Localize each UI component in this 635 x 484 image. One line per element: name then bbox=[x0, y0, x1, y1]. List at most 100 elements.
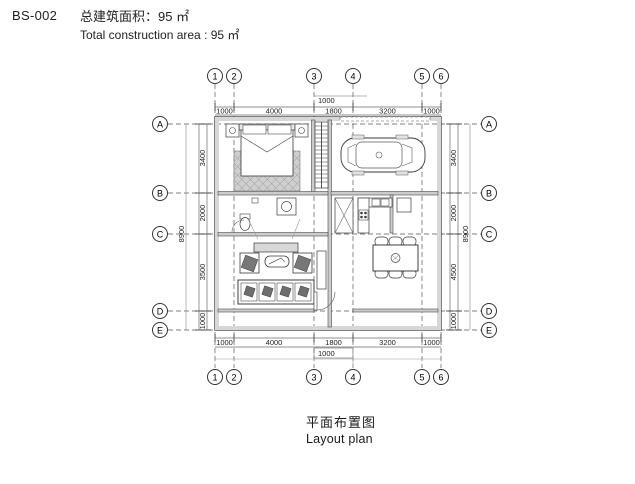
grid-bubble-5-top-label: 5 bbox=[419, 72, 424, 82]
living-side-shelf bbox=[316, 250, 327, 290]
tv-cabinet bbox=[253, 242, 299, 253]
room-bathroom bbox=[231, 197, 297, 233]
grid-bubble-b-left-label: B bbox=[157, 189, 163, 199]
dining-table-centerpiece-icon bbox=[390, 253, 401, 263]
grid-bubble-4-top: 4 bbox=[345, 68, 361, 84]
plan-svg: 1 2 3 4 5 6 1000 bbox=[152, 68, 497, 385]
grid-bubble-2-bottom: 2 bbox=[226, 369, 242, 385]
grid-bubble-6-bottom: 6 bbox=[433, 369, 449, 385]
room-living bbox=[237, 218, 327, 305]
washing-machine bbox=[276, 197, 297, 216]
grid-bubble-c-left: C bbox=[152, 226, 168, 242]
drawing-header: BS-002 总建筑面积：95 ㎡ Total construction are… bbox=[0, 0, 635, 60]
room-bedroom bbox=[225, 123, 309, 192]
dimension-string-top: 1000 1000 4000 1800 3200 1000 bbox=[214, 95, 442, 116]
grid-bubble-3-bottom: 3 bbox=[306, 369, 322, 385]
grid-bubble-6-top-label: 6 bbox=[438, 72, 443, 82]
drawing-code: BS-002 bbox=[12, 8, 58, 23]
grid-bubble-e-left: E bbox=[152, 322, 168, 338]
top-dim-1: 1000 bbox=[216, 107, 233, 116]
entry-door bbox=[313, 291, 336, 311]
grid-bubble-1-top-label: 1 bbox=[212, 72, 217, 82]
pillow-right bbox=[267, 124, 292, 135]
right-overall-dim: 8900 bbox=[461, 226, 470, 243]
grid-bubble-d-right: D bbox=[481, 303, 497, 319]
room-kitchen bbox=[334, 197, 412, 234]
nightstand-left bbox=[225, 123, 240, 138]
grid-bubble-4-bottom: 4 bbox=[345, 369, 361, 385]
bottom-callout-value: 1000 bbox=[318, 349, 335, 358]
kitchen-cupboard bbox=[334, 197, 354, 234]
top-dim-5: 1000 bbox=[423, 107, 440, 116]
bottom-dim-3: 1800 bbox=[325, 338, 342, 347]
grid-bubble-4-top-label: 4 bbox=[350, 72, 355, 82]
building-walls bbox=[214, 116, 442, 331]
grid-bubble-a-right-label: A bbox=[486, 120, 492, 130]
toilet bbox=[239, 213, 251, 231]
right-dim-1: 3400 bbox=[449, 150, 458, 167]
left-dim-1: 3400 bbox=[198, 150, 207, 167]
entry-door-swing bbox=[316, 291, 336, 311]
room-garage bbox=[339, 116, 431, 176]
left-dim-2: 2000 bbox=[198, 205, 207, 222]
kitchen-tall-unit bbox=[396, 197, 412, 213]
kitchen-counter-side bbox=[357, 197, 370, 234]
grid-bubbles-left: A B C D E bbox=[152, 116, 168, 338]
grid-bubble-e-right: E bbox=[481, 322, 497, 338]
right-dim-2: 2000 bbox=[449, 205, 458, 222]
grid-bubble-2-bottom-label: 2 bbox=[231, 373, 236, 383]
nightstand-left-lamp-icon bbox=[229, 127, 236, 134]
grid-bubble-5-bottom-label: 5 bbox=[419, 373, 424, 383]
grid-bubble-b-left: B bbox=[152, 185, 168, 201]
right-dim-4: 1000 bbox=[449, 313, 458, 330]
bathroom-door-swing bbox=[231, 219, 245, 233]
grid-bubble-a-right: A bbox=[481, 116, 497, 132]
top-dim-3: 1800 bbox=[325, 107, 342, 116]
grid-bubble-3-bottom-label: 3 bbox=[311, 373, 316, 383]
coffee-table bbox=[264, 255, 290, 268]
nightstand-right-lamp-icon bbox=[298, 127, 305, 134]
stove-icon bbox=[358, 209, 369, 221]
grid-bubble-c-right-label: C bbox=[486, 230, 493, 240]
grid-bubble-2-top-label: 2 bbox=[231, 72, 236, 82]
dimension-string-left: 3400 2000 3500 1000 8900 bbox=[177, 123, 211, 331]
grid-bubble-d-left-label: D bbox=[157, 307, 164, 317]
floor-plan-drawing: 1 2 3 4 5 6 1000 bbox=[0, 56, 635, 396]
grid-bubbles-top: 1 2 3 4 5 6 bbox=[207, 68, 449, 84]
left-dim-3: 3500 bbox=[198, 264, 207, 281]
left-dim-4: 1000 bbox=[198, 313, 207, 330]
grid-bubble-c-right: C bbox=[481, 226, 497, 242]
left-overall-dim: 8900 bbox=[177, 226, 186, 243]
living-ceiling-lines bbox=[247, 218, 301, 240]
grid-bubble-2-top: 2 bbox=[226, 68, 242, 84]
top-callout-value: 1000 bbox=[318, 96, 335, 105]
grid-bubble-1-bottom-label: 1 bbox=[212, 373, 217, 383]
grid-bubble-6-top: 6 bbox=[433, 68, 449, 84]
construction-area-label-cn: 总建筑面积：95 ㎡ bbox=[80, 9, 190, 24]
grid-bubble-a-left: A bbox=[152, 116, 168, 132]
bed-duvet-fold bbox=[240, 135, 294, 153]
bottom-dim-1: 1000 bbox=[216, 338, 233, 347]
nightstand-right bbox=[294, 123, 309, 138]
grid-bubble-5-bottom: 5 bbox=[414, 369, 430, 385]
bottom-dim-4: 3200 bbox=[379, 338, 396, 347]
grid-bubble-3-top-label: 3 bbox=[311, 72, 316, 82]
grid-bubble-4-bottom-label: 4 bbox=[350, 373, 355, 383]
grid-bubbles-bottom: 1 2 3 4 5 6 bbox=[207, 369, 449, 385]
sofa-cushions bbox=[240, 282, 312, 302]
grid-bubble-c-left-label: C bbox=[157, 230, 164, 240]
grid-bubble-d-right-label: D bbox=[486, 307, 493, 317]
grid-bubble-a-left-label: A bbox=[157, 120, 163, 130]
construction-area-label-en: Total construction area : 95 ㎡ bbox=[80, 28, 240, 42]
dimension-string-bottom: 1000 4000 1800 3200 1000 1000 bbox=[214, 334, 442, 368]
plan-title-en: Layout plan bbox=[306, 432, 373, 446]
right-dim-3: 4500 bbox=[449, 264, 458, 281]
grid-bubble-3-top: 3 bbox=[306, 68, 322, 84]
grid-bubble-b-right-label: B bbox=[486, 189, 492, 199]
plan-title-cn: 平面布置图 bbox=[306, 415, 377, 430]
room-dining bbox=[372, 236, 419, 279]
top-dim-4: 3200 bbox=[379, 107, 396, 116]
dimension-string-right: 3400 2000 4500 1000 8900 bbox=[446, 123, 471, 331]
sink-icon bbox=[371, 198, 390, 207]
bottom-dim-5: 1000 bbox=[423, 338, 440, 347]
